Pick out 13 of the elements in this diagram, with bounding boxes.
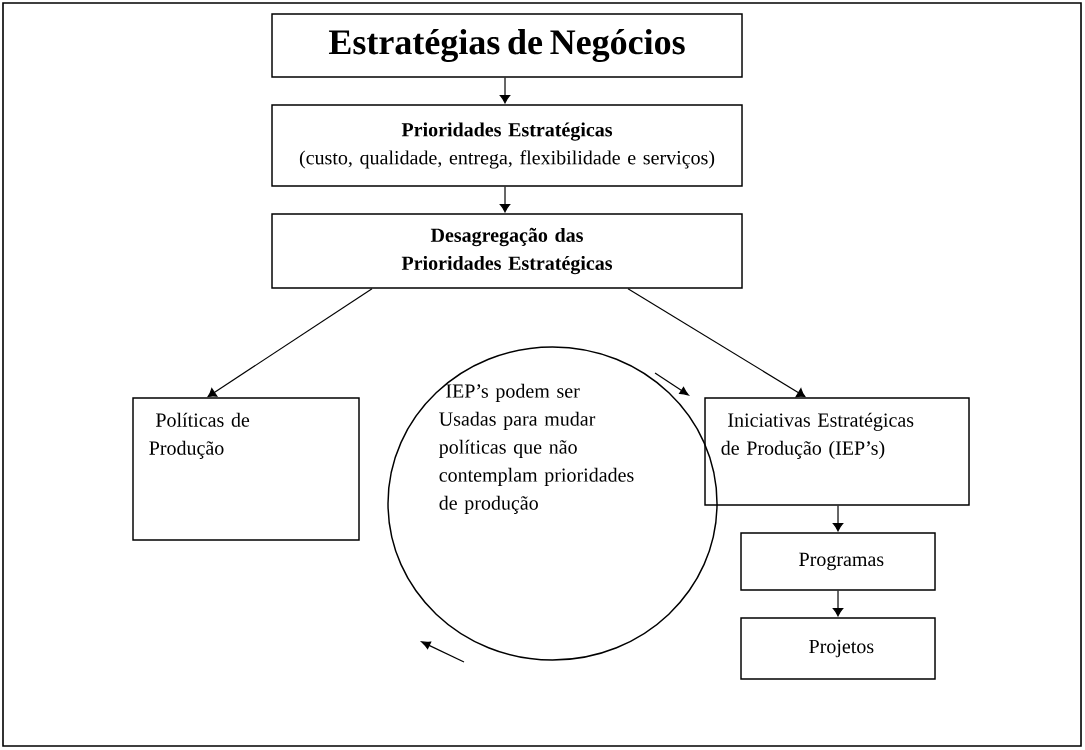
arrow bbox=[499, 77, 511, 104]
process-box: Prioridades Estratégicas (custo, qualidade, entrega, flexibilidade e serviços) bbox=[271, 104, 743, 187]
arrow bbox=[832, 590, 844, 617]
process-box: Políticas de Produção bbox=[132, 397, 360, 541]
process-box: Programas bbox=[740, 532, 936, 591]
arrow bbox=[832, 505, 844, 532]
process-box: Desagregação das Prioridades Estratégicas bbox=[271, 213, 743, 289]
process-box: Estratégias de Negócios bbox=[271, 13, 743, 78]
process-box: Projetos bbox=[740, 617, 936, 680]
arrow bbox=[499, 186, 511, 213]
process-box: Iniciativas Estratégicas de Produção (IEP’s) bbox=[704, 397, 970, 506]
arrow bbox=[627, 288, 806, 398]
arrow bbox=[207, 288, 373, 398]
